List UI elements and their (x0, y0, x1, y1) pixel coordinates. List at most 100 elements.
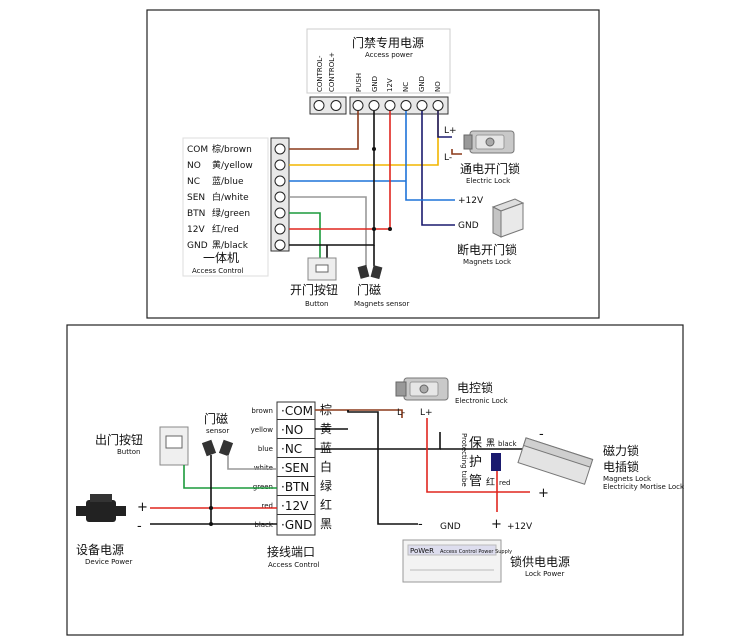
controller-color-label: 黄/yellow (212, 159, 253, 171)
lock-power-en: Lock Power (525, 570, 564, 578)
junction-dot (388, 227, 392, 231)
controller-pin-label: COM (187, 145, 208, 155)
wire-red (289, 111, 391, 230)
terminal-wire-label: green (253, 483, 273, 491)
access-power-title-en: Access power (365, 51, 413, 59)
terminal-pin-label: ·12V (281, 499, 309, 513)
terminal-wire-label: blue (258, 445, 273, 453)
door-sensor-cn: 门磁 (204, 411, 228, 426)
protect-tube-red-cn: 红 (486, 476, 495, 488)
junction-dot (209, 522, 213, 526)
electric-lock-cn: 通电开门锁 (460, 161, 520, 176)
top-panel-border (146, 9, 600, 319)
terminal-pin-label: ·COM (281, 404, 313, 418)
protect-tube-cn1: 保 (469, 436, 482, 451)
controller-color-label: 白/white (212, 191, 249, 203)
magnets-lock-12v: +12V (458, 196, 484, 206)
terminal-no-label: NO (434, 81, 442, 92)
magnetic-lock-cn2: 电插锁 (603, 459, 639, 474)
junction-dot (209, 506, 213, 510)
lock-power-brand: PoWeR (410, 547, 434, 555)
terminal-pin-label: ·NO (281, 423, 303, 437)
controller-pin-label: GND (187, 241, 208, 251)
controller-pin-label: SEN (187, 193, 205, 203)
lock-power-12v: +12V (507, 522, 533, 532)
terminal-wire-label: black (254, 521, 274, 529)
terminal-wire-label: yellow (251, 426, 274, 434)
controller-title-en: Access Control (192, 267, 244, 275)
controller-pin-label: BTN (187, 209, 205, 219)
door-sensor-en: sensor (206, 427, 229, 435)
terminal-cn-label: 白 (320, 459, 332, 474)
controller-pin-label: NC (187, 177, 200, 187)
screw-terminal (274, 207, 286, 219)
screw-terminal (274, 191, 286, 203)
bottom-panel-border (66, 324, 684, 636)
controller-color-label: 黑/black (212, 240, 249, 251)
electronic-lock-cn: 电控锁 (457, 380, 493, 395)
exit-button-en: Button (117, 448, 140, 456)
controller-color-label: 蓝/blue (212, 175, 244, 187)
lock-power-panel: Access Control Power Supply (440, 549, 512, 555)
protect-tube-en: Protecting tube (460, 433, 468, 487)
wire-brown-com (315, 409, 403, 418)
device-power-en: Device Power (85, 558, 132, 566)
controller-color-label: 红/red (212, 223, 239, 235)
lock-power-icon (402, 539, 502, 583)
button-en: Button (305, 300, 328, 308)
wire-navy-nc (421, 111, 455, 226)
screw-terminal (352, 100, 364, 111)
access-power-title-cn: 门禁专用电源 (352, 35, 424, 50)
terminal-pin-label: ·BTN (281, 480, 309, 494)
controller-pin-label: 12V (187, 225, 205, 235)
screw-terminal (330, 100, 342, 111)
screw-terminal (274, 159, 286, 171)
junction-dot (372, 147, 376, 151)
door-sensor-icon (201, 439, 234, 457)
wire-green-btn (183, 465, 277, 489)
terminal-pin-label: ·SEN (281, 461, 309, 475)
screw-terminal (274, 223, 286, 235)
terminal-pin-label: ·GND (281, 518, 312, 532)
magnets-lock-en: Magnets Lock (463, 258, 512, 266)
terminal-12v-label: 12V (386, 78, 394, 92)
wire-brown (289, 111, 359, 150)
terminal-wire-label: red (262, 502, 273, 510)
controller-title-cn: 一体机 (203, 251, 239, 265)
terminal-cn-label: 蓝 (320, 441, 332, 455)
electric-lock-en: Electric Lock (466, 177, 511, 185)
lock-power-cn: 锁供电电源 (510, 554, 570, 569)
terminal-push-label: PUSH (355, 73, 363, 92)
magnetic-lock-minus: - (539, 427, 544, 442)
magnetic-lock-cn1: 磁力锁 (603, 443, 639, 458)
terminal-wire-label: brown (251, 407, 273, 415)
terminal-en: Access Control (268, 561, 320, 569)
magnets-lock-icon (491, 198, 525, 238)
exit-button-icon (159, 426, 189, 466)
lock-power-plus: + (491, 517, 502, 532)
controller-color-label: 绿/green (212, 207, 250, 219)
terminal-cn-label: 黑 (320, 517, 332, 531)
protect-tube-cn3: 管 (469, 474, 482, 489)
wire-yellow (289, 111, 439, 166)
push-button-icon (307, 257, 337, 281)
lock-power-minus: - (418, 517, 423, 532)
terminal-gnd2-label: GND (418, 76, 426, 92)
terminal-cn-label: 绿 (320, 478, 332, 493)
magnetic-lock-icon (517, 437, 594, 485)
terminal-gnd1-label: GND (371, 76, 379, 92)
device-power-cn: 设备电源 (76, 543, 124, 557)
magnetic-lock-plus: + (538, 486, 549, 501)
screw-terminal (416, 100, 428, 111)
terminal-block-bottom (276, 401, 316, 536)
electronic-lock-en: Electronic Lock (455, 397, 509, 405)
controller-label-box (182, 137, 269, 277)
screw-terminal (274, 175, 286, 187)
protect-tube-cn2: 护 (469, 455, 482, 470)
electronic-lock-icon (395, 377, 449, 401)
electronic-lock-lplus: L+ (420, 408, 433, 418)
junction-dot (372, 227, 376, 231)
device-power-plus: + (137, 500, 148, 515)
controller-color-label: 棕/brown (212, 143, 252, 155)
protect-tube-black-cn: 黑 (486, 438, 495, 449)
